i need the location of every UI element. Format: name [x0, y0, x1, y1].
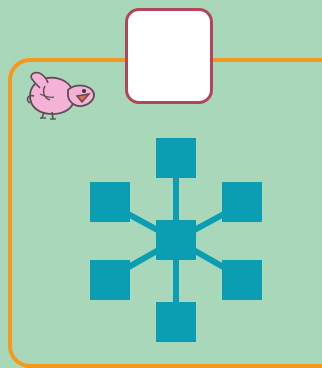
answer-slot[interactable] [125, 8, 213, 104]
network-node-top [156, 138, 196, 178]
network-node-bottom [156, 302, 196, 342]
bird-icon [22, 66, 102, 124]
hub-and-spoke-icon [86, 136, 266, 346]
network-node-upper-right [222, 182, 262, 222]
network-hub-node [156, 220, 196, 260]
network-node-upper-left [90, 182, 130, 222]
bird-mascot [27, 73, 93, 119]
network-node-lower-right [222, 260, 262, 300]
network-node-lower-left [90, 260, 130, 300]
